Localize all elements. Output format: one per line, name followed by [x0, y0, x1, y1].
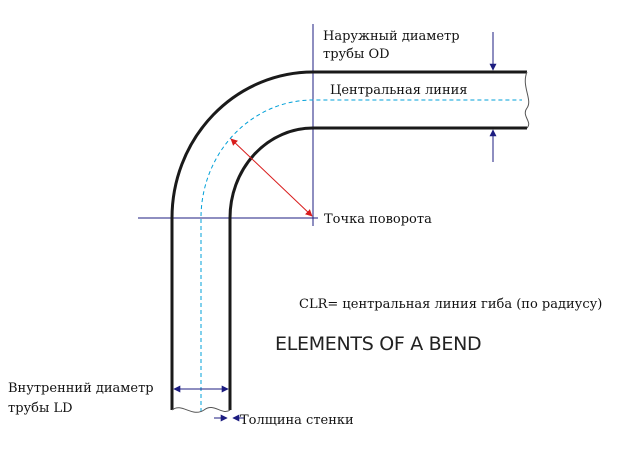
pipe-break-bottom: [171, 406, 231, 413]
centerline-dashed: [200, 99, 522, 412]
inner-wall-line: [228, 126, 527, 410]
od-label-line2: трубы OD: [323, 47, 390, 62]
diagram-title: ELEMENTS OF A BEND: [275, 333, 481, 355]
radius-arrow: [230, 138, 313, 217]
wall-thickness-label: Толщина стенки: [240, 413, 354, 428]
pivot-label: Точка поворота: [324, 212, 432, 227]
clr-label: CLR= центральная линия гиба (по радиусу): [299, 297, 602, 312]
pipe-break-right: [524, 71, 530, 129]
centerline-label: Центральная линия: [330, 83, 468, 98]
od-label-line1: Наружный диаметр: [323, 29, 460, 44]
outer-wall-line: [170, 70, 527, 410]
ld-label-line2: трубы LD: [8, 401, 73, 416]
ld-label-line1: Внутренний диаметр: [8, 381, 154, 396]
